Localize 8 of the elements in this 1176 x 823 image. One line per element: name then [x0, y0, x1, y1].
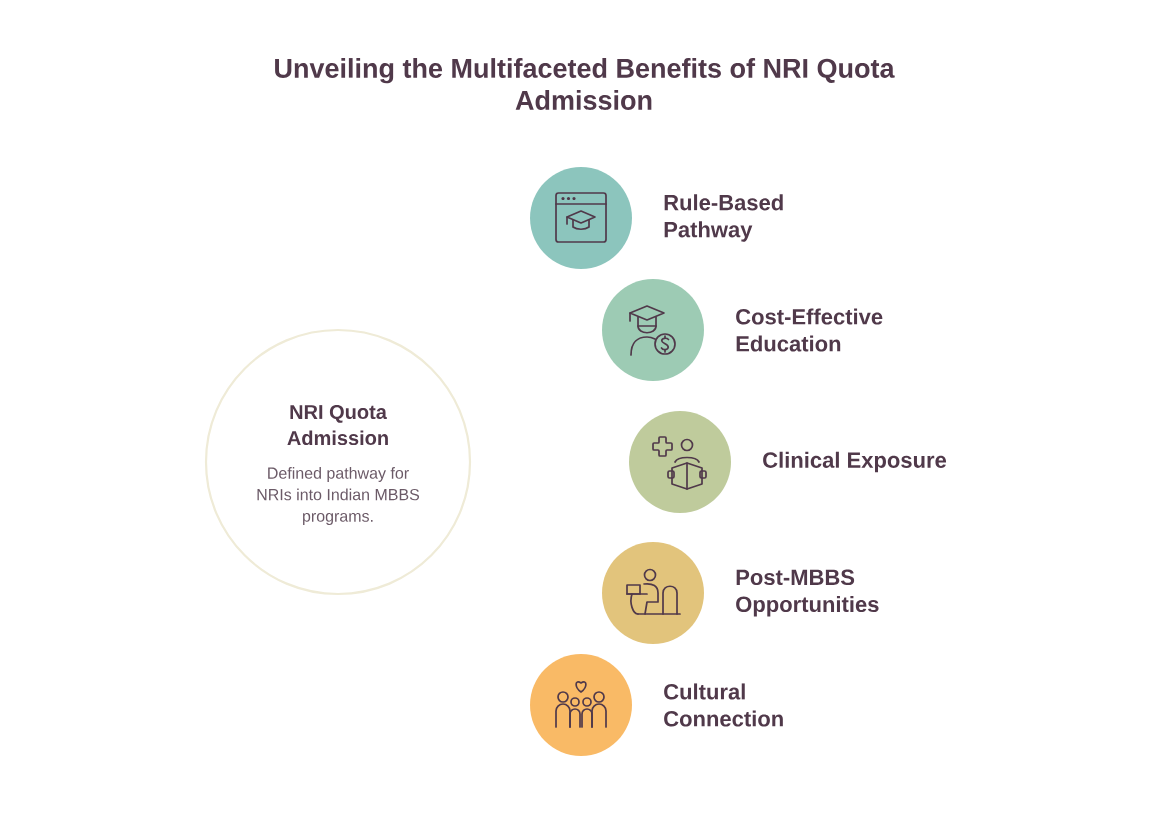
- heading-text: NRI Quota Admission: [287, 404, 388, 446]
- benefit-label: Clinical Exposure: [763, 451, 947, 473]
- benefit-label: Cultural Connection: [664, 683, 783, 727]
- benefit-label: Post-MBBS Opportunities: [736, 569, 879, 617]
- title: Unveiling the Multifaceted Benefits of NRI Quota Admission: [275, 58, 895, 110]
- description-text: Defined pathway for NRIs into Indian MBBS programs.: [257, 467, 420, 525]
- benefit-label: Cost-Effective Education: [736, 308, 883, 352]
- benefit-label: Rule-Based Pathway: [664, 194, 783, 242]
